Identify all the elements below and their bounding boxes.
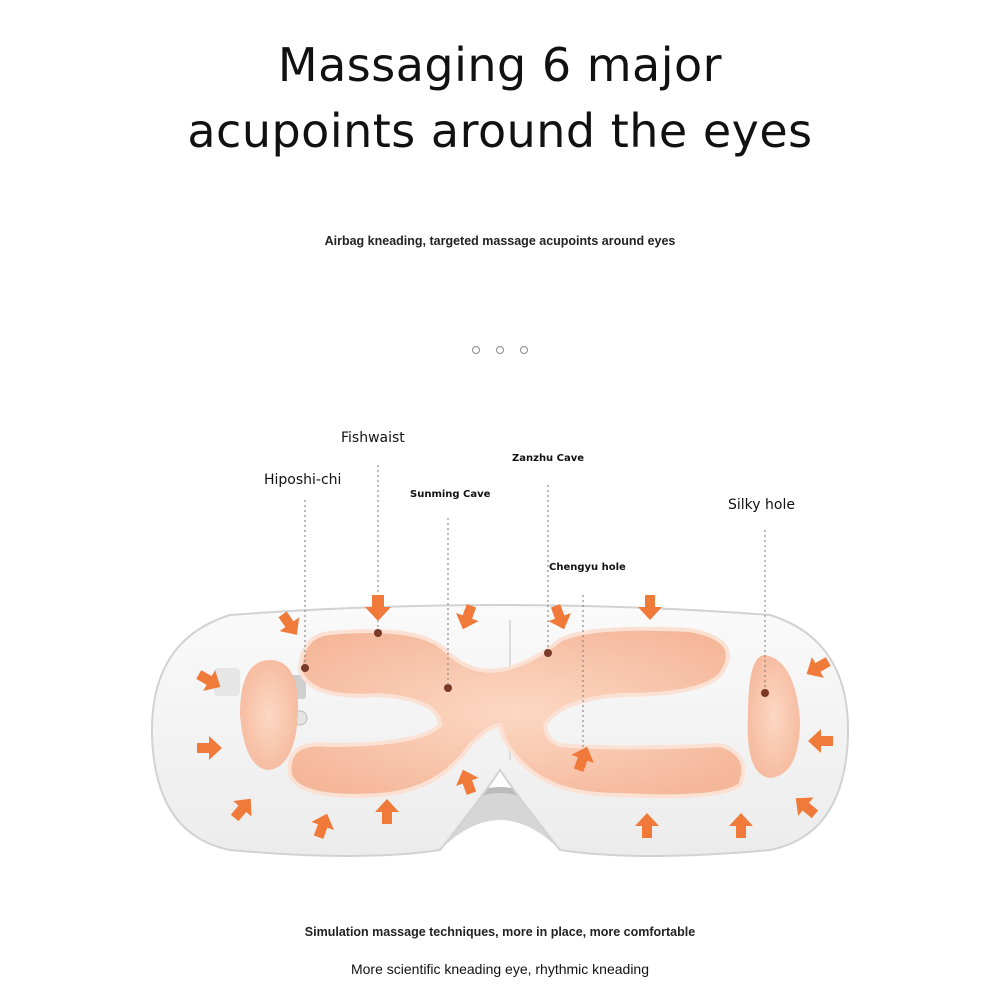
label-chengyu-hole: Chengyu hole [549, 562, 626, 573]
carousel-dot[interactable] [472, 346, 480, 354]
pressure-arrows [196, 595, 833, 839]
carousel-dots [0, 346, 1000, 354]
leader-lines [304, 465, 766, 755]
footer-line-1: Simulation massage techniques, more in p… [304, 925, 696, 939]
airbag-main [287, 626, 746, 799]
label-fishwaist: Fishwaist [341, 430, 405, 446]
carousel-dot[interactable] [496, 346, 504, 354]
pad-right-temple [747, 655, 800, 778]
label-hiposhi-chi: Hiposhi-chi [264, 472, 342, 488]
subtitle: Airbag kneading, targeted massage acupoi… [324, 234, 676, 248]
pad-left-temple [240, 660, 299, 770]
label-zanzhu-cave: Zanzhu Cave [512, 453, 585, 464]
carousel-dot[interactable] [520, 346, 528, 354]
footer-line-2: More scientific kneading eye, rhythmic k… [350, 961, 650, 977]
label-silky-hole: Silky hole [728, 497, 795, 513]
title-line-1: Massaging 6 major [277, 38, 723, 92]
label-sunming-cave: Sunming Cave [410, 489, 491, 500]
title-line-2: acupoints around the eyes [187, 104, 813, 158]
page-title: Massaging 6 major acupoints around the e… [0, 32, 1000, 164]
